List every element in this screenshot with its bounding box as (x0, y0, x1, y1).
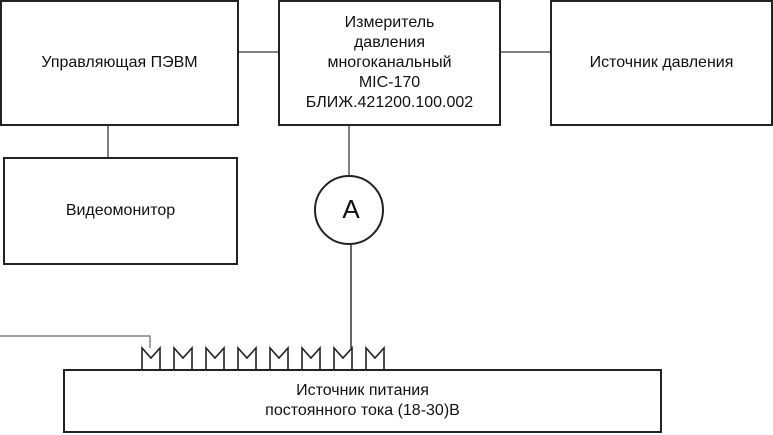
pressure-source-label: Источник давления (589, 54, 734, 71)
pressure-source-block: Источник давления (550, 0, 773, 126)
power-terminal (269, 345, 289, 369)
pressure-meter-line-1: Измеритель (344, 14, 435, 31)
power-terminal (365, 345, 385, 369)
power-terminal (141, 345, 161, 369)
power-terminal (333, 345, 353, 369)
power-terminals (141, 345, 385, 369)
pressure-meter-line-5: БЛИЖ.421200.100.002 (305, 94, 474, 111)
power-supply-line-1: Источник питания (296, 382, 429, 399)
power-terminal (237, 345, 257, 369)
ammeter-circle (314, 175, 384, 245)
pressure-meter-block: Измеритель давления многоканальный MIC-1… (278, 0, 501, 126)
ammeter-label: A (342, 194, 360, 224)
pressure-meter-line-4: MIC-170 (358, 74, 421, 91)
power-supply-block: Источник питания постоянного тока (18-30… (63, 369, 662, 433)
power-terminal (301, 345, 321, 369)
power-supply-line-2: постоянного тока (18-30)В (265, 402, 460, 419)
power-terminal (173, 345, 193, 369)
pressure-meter-line-2: давления (353, 34, 426, 51)
power-terminal (205, 345, 225, 369)
control-pc-label: Управляющая ПЭВМ (41, 54, 198, 71)
link-left-lead (0, 335, 151, 348)
control-pc-block: Управляющая ПЭВМ (0, 0, 239, 126)
video-monitor-block: Видеомонитор (3, 157, 238, 265)
video-monitor-label: Видеомонитор (65, 202, 176, 219)
pressure-meter-line-3: многоканальный (327, 54, 452, 71)
